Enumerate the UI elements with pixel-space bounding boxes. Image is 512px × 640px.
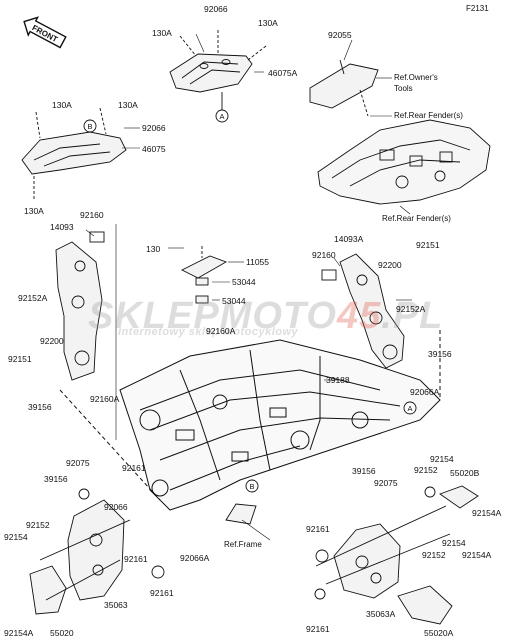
part-label: 53044 xyxy=(232,277,256,287)
part-label: 130A xyxy=(152,28,172,38)
ref-owners-tools: Ref.Owner's Tools xyxy=(394,73,438,93)
part-label: 92066 xyxy=(142,123,166,133)
ref-frame: Ref.Frame xyxy=(224,540,262,549)
part-label: 130A xyxy=(118,100,138,110)
part-label: 92152A xyxy=(396,304,426,314)
part-label: 92154 xyxy=(4,532,28,542)
part-label: 92075 xyxy=(66,458,90,468)
callout-a-top-text: A xyxy=(219,112,224,121)
part-label: 14093 xyxy=(50,222,74,232)
part-label: 92055 xyxy=(328,30,352,40)
part-label: 92161 xyxy=(306,624,330,634)
footpeg-bracket-right xyxy=(321,253,405,369)
part-label: 39156 xyxy=(352,466,376,476)
part-label: 92200 xyxy=(378,260,402,270)
part-label: 92161 xyxy=(306,524,330,534)
part-label: 92066A xyxy=(410,387,440,397)
footpeg-bracket-left xyxy=(55,231,105,381)
part-label: 92066 xyxy=(104,502,128,512)
part-label: 92151 xyxy=(416,240,440,250)
part-label: 92152A xyxy=(18,293,48,303)
part-label: 92161 xyxy=(150,588,174,598)
main-frame xyxy=(59,330,441,511)
part-label: 53044 xyxy=(222,296,246,306)
part-label: 39156 xyxy=(428,349,452,359)
owners-tools-pouch xyxy=(309,59,379,117)
part-label: 92161 xyxy=(122,463,146,473)
part-label: 11055 xyxy=(246,257,270,267)
part-label: 92161 xyxy=(124,554,148,564)
part-label: 39156 xyxy=(28,402,52,412)
callout-b-left-text: B xyxy=(87,122,92,131)
part-label: 46075A xyxy=(268,68,298,78)
part-label: 14093A xyxy=(334,234,364,244)
footpeg-step-left xyxy=(29,488,165,615)
part-label: 46075 xyxy=(142,144,166,154)
bracket-11055 xyxy=(180,246,228,304)
callout-a-top: A xyxy=(215,109,229,123)
part-label: 92160 xyxy=(80,210,104,220)
part-label: 92154A xyxy=(472,508,502,518)
part-label: 55020B xyxy=(450,468,480,478)
part-label: 92066A xyxy=(180,553,210,563)
part-label: 92154A xyxy=(4,628,34,638)
part-label: 92151 xyxy=(8,354,32,364)
callout-a-frame-text: A xyxy=(407,404,412,413)
part-label: 92152 xyxy=(414,465,438,475)
callout-b-frame-text: B xyxy=(249,482,254,491)
part-label: 92200 xyxy=(40,336,64,346)
leader-lines xyxy=(85,33,412,541)
bracket-46075a xyxy=(169,30,267,110)
part-label: 130A xyxy=(52,100,72,110)
ref-rear-fender: Ref.Rear Fender(s) xyxy=(394,111,463,120)
part-label: 39156 xyxy=(44,474,68,484)
front-arrow-badge: FRONT xyxy=(23,16,67,49)
frame-tab xyxy=(225,503,257,525)
part-label: 130 xyxy=(146,244,161,254)
rear-fender-assembly xyxy=(317,119,491,205)
diagram-code: F2131 xyxy=(466,4,489,13)
callout-b-left: B xyxy=(83,119,97,133)
footpeg-step-right xyxy=(314,485,479,625)
bracket-46075 xyxy=(21,107,127,200)
part-label: 92154 xyxy=(430,454,454,464)
callout-b-frame: B xyxy=(245,479,259,493)
ref-rear-fender: Ref.Rear Fender(s) xyxy=(382,214,451,223)
part-label: 35063A xyxy=(366,609,396,619)
part-label: 35063 xyxy=(104,600,128,610)
part-label: 92152 xyxy=(422,550,446,560)
part-label: 39188 xyxy=(326,375,350,385)
part-label: 55020 xyxy=(50,628,74,638)
part-label: 92160 xyxy=(312,250,336,260)
part-label: 92075 xyxy=(374,478,398,488)
part-label: 92160A xyxy=(206,326,236,336)
part-label: 92160A xyxy=(90,394,120,404)
part-label: 55020A xyxy=(424,628,454,638)
part-label: 92154 xyxy=(442,538,466,548)
part-label: 92066 xyxy=(204,4,228,14)
part-label: 92152 xyxy=(26,520,50,530)
callout-a-frame: A xyxy=(403,401,417,415)
part-label: 130A xyxy=(24,206,44,216)
part-label: 130A xyxy=(258,18,278,28)
part-label: 92154A xyxy=(462,550,492,560)
